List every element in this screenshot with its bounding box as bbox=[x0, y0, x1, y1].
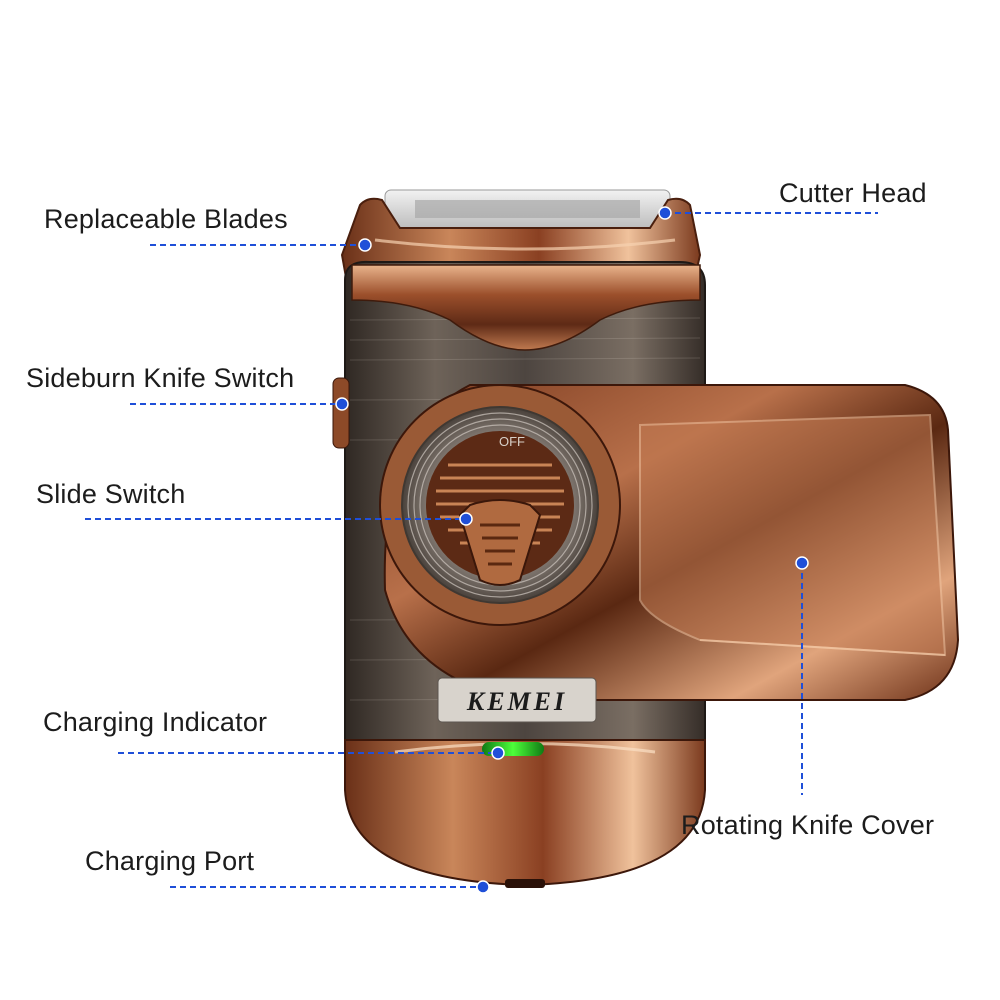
marker-slide-switch bbox=[459, 512, 473, 526]
cutter-foil-mesh bbox=[415, 200, 640, 218]
marker-sideburn-switch bbox=[335, 397, 349, 411]
brand-logo: KEMEI bbox=[466, 687, 567, 716]
label-rotating-knife-cover: Rotating Knife Cover bbox=[681, 810, 935, 840]
label-sideburn-knife-switch: Sideburn Knife Switch bbox=[26, 363, 295, 393]
label-replaceable-blades: Replaceable Blades bbox=[44, 204, 288, 234]
shaver-base bbox=[344, 739, 706, 887]
label-slide-switch: Slide Switch bbox=[36, 479, 186, 509]
switch-off-marking: OFF bbox=[499, 434, 525, 449]
sideburn-knife-switch bbox=[332, 377, 350, 449]
marker-replaceable-blades bbox=[358, 238, 372, 252]
slide-switch bbox=[458, 499, 542, 586]
head-collar bbox=[351, 264, 701, 351]
charging-port-socket bbox=[505, 879, 545, 888]
label-charging-port: Charging Port bbox=[85, 846, 255, 876]
label-charging-indicator: Charging Indicator bbox=[43, 707, 268, 737]
marker-charging-port bbox=[476, 880, 490, 894]
marker-rotating-cover bbox=[795, 556, 809, 570]
marker-charging-indicator bbox=[491, 746, 505, 760]
brand-logo-plate bbox=[437, 677, 597, 723]
marker-cutter-head bbox=[658, 206, 672, 220]
label-cutter-head: Cutter Head bbox=[779, 178, 927, 208]
